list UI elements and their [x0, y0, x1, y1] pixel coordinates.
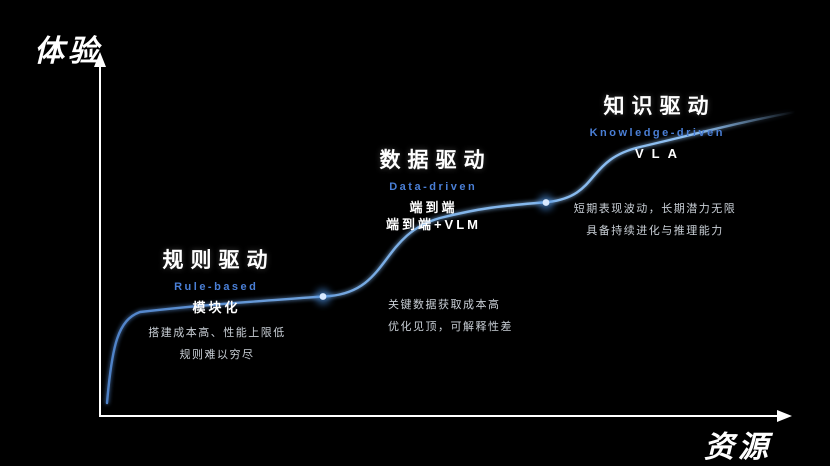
note-line: 搭建成本高、性能上限低	[148, 327, 286, 339]
x-axis-arrow-icon	[777, 410, 792, 422]
transition-dot-1	[315, 288, 331, 305]
stage-title: 知识驱动	[603, 95, 716, 118]
stage-subtitle-en: Knowledge-driven	[589, 127, 725, 139]
stage-notes-rule-based: 搭建成本高、性能上限低 规则难以穷尽	[148, 322, 286, 366]
transition-dot-2	[538, 194, 554, 211]
x-axis-label: 资源	[704, 431, 772, 464]
stage-data-driven: 数据驱动 Data-driven 端到端 端到端+VLM	[373, 144, 492, 233]
stage-rule-based: 规则驱动 Rule-based 模块化	[156, 244, 275, 316]
growth-curve	[105, 110, 797, 405]
stage-tech-line: 端到端+VLM	[385, 217, 482, 232]
note-line: 规则难以穷尽	[179, 349, 255, 361]
stage-subtitle-en: Rule-based	[174, 281, 259, 293]
y-axis-label: 体验	[34, 35, 102, 68]
note-line: 优化见顶，可解释性差	[388, 321, 513, 333]
stage-title: 数据驱动	[379, 149, 492, 172]
x-axis	[99, 410, 792, 422]
stage-tech-line: VLA	[635, 146, 685, 161]
stage-title: 规则驱动	[162, 249, 275, 272]
stage-knowledge-driven: 知识驱动 Knowledge-driven VLA	[587, 90, 725, 162]
y-axis-arrow-icon	[94, 52, 106, 67]
stage-notes-data-driven: 关键数据获取成本高 优化见顶，可解释性差	[388, 294, 513, 338]
note-line: 关键数据获取成本高	[388, 299, 501, 311]
stage-tech-line: 模块化	[192, 300, 241, 315]
note-line: 短期表现波动，长期潜力无限	[573, 203, 737, 215]
stage-subtitle-en: Data-driven	[389, 181, 478, 193]
note-line: 具备持续进化与推理能力	[586, 225, 724, 237]
y-axis	[94, 52, 106, 417]
stage-tech-line: 端到端	[409, 200, 458, 215]
stage-notes-knowledge-driven: 短期表现波动，长期潜力无限 具备持续进化与推理能力	[574, 198, 737, 242]
